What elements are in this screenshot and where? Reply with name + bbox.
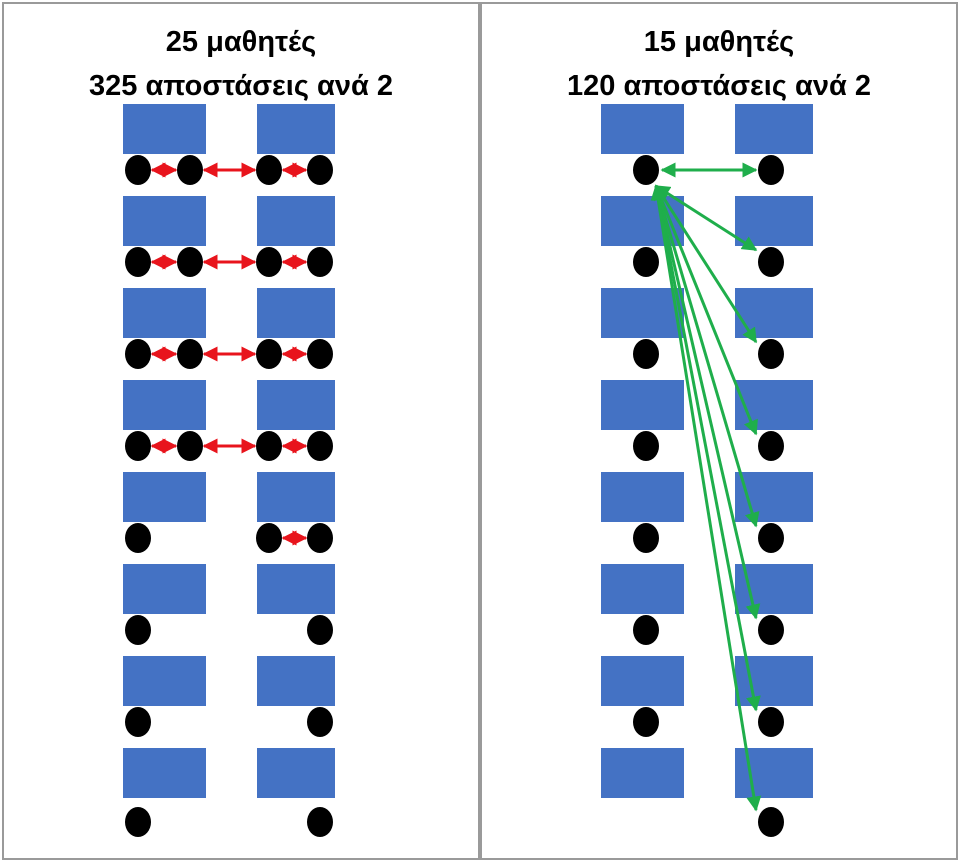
panel-title-distances: 120 αποστάσεις ανά 2 bbox=[567, 70, 871, 102]
student-dot bbox=[256, 155, 282, 185]
student-dot bbox=[256, 339, 282, 369]
student-dot bbox=[177, 247, 203, 277]
desk bbox=[123, 380, 206, 430]
desk bbox=[601, 656, 684, 706]
desk bbox=[123, 472, 206, 522]
student-dot bbox=[256, 523, 282, 553]
student-dot bbox=[633, 523, 659, 553]
desk bbox=[123, 748, 206, 798]
student-dot bbox=[307, 339, 333, 369]
student-dot bbox=[758, 155, 784, 185]
student-dot bbox=[758, 707, 784, 737]
student-dot bbox=[125, 339, 151, 369]
student-dot bbox=[758, 339, 784, 369]
panel-title-students: 25 μαθητές bbox=[165, 26, 317, 58]
desk bbox=[601, 748, 684, 798]
student-dot bbox=[177, 431, 203, 461]
student-dot bbox=[307, 707, 333, 737]
student-dot bbox=[125, 247, 151, 277]
student-dot bbox=[125, 431, 151, 461]
student-dot bbox=[758, 615, 784, 645]
desk bbox=[601, 472, 684, 522]
desk bbox=[257, 288, 335, 338]
student-dot bbox=[758, 431, 784, 461]
desk bbox=[735, 196, 813, 246]
student-dot bbox=[633, 247, 659, 277]
desk bbox=[257, 104, 335, 154]
desks-layer bbox=[123, 104, 813, 798]
desk bbox=[601, 380, 684, 430]
student-dot bbox=[177, 339, 203, 369]
student-dot bbox=[307, 431, 333, 461]
student-dot bbox=[256, 247, 282, 277]
panel-title-students: 15 μαθητές bbox=[643, 26, 795, 58]
panel-title-distances: 325 αποστάσεις ανά 2 bbox=[89, 70, 393, 102]
desk bbox=[257, 564, 335, 614]
student-dot bbox=[125, 807, 151, 837]
desk bbox=[123, 288, 206, 338]
desk bbox=[123, 564, 206, 614]
student-dot bbox=[758, 523, 784, 553]
student-dot bbox=[125, 707, 151, 737]
desk bbox=[601, 564, 684, 614]
student-dot bbox=[758, 247, 784, 277]
panel-25-students: 25 μαθητές 325 αποστάσεις ανά 2 bbox=[2, 2, 480, 860]
arrows-layer bbox=[150, 162, 762, 812]
student-dot bbox=[177, 155, 203, 185]
student-dot bbox=[633, 155, 659, 185]
desk bbox=[257, 656, 335, 706]
desk bbox=[123, 196, 206, 246]
student-dot bbox=[307, 615, 333, 645]
desk bbox=[123, 104, 206, 154]
student-dot bbox=[125, 523, 151, 553]
desk bbox=[257, 196, 335, 246]
desk bbox=[735, 380, 813, 430]
desk bbox=[257, 380, 335, 430]
student-dot bbox=[307, 807, 333, 837]
desk bbox=[257, 472, 335, 522]
desk bbox=[601, 288, 684, 338]
student-dot bbox=[633, 431, 659, 461]
desk bbox=[735, 288, 813, 338]
desk bbox=[601, 104, 684, 154]
student-dot bbox=[633, 615, 659, 645]
student-dot bbox=[307, 523, 333, 553]
student-dot bbox=[307, 155, 333, 185]
student-dot bbox=[125, 155, 151, 185]
desk bbox=[257, 748, 335, 798]
student-dot bbox=[307, 247, 333, 277]
desk bbox=[123, 656, 206, 706]
students-layer bbox=[125, 155, 784, 837]
student-dot bbox=[125, 615, 151, 645]
green-distance-arrow bbox=[650, 184, 762, 812]
desk bbox=[735, 104, 813, 154]
student-dot bbox=[633, 707, 659, 737]
student-dot bbox=[633, 339, 659, 369]
student-dot bbox=[256, 431, 282, 461]
student-dot bbox=[758, 807, 784, 837]
